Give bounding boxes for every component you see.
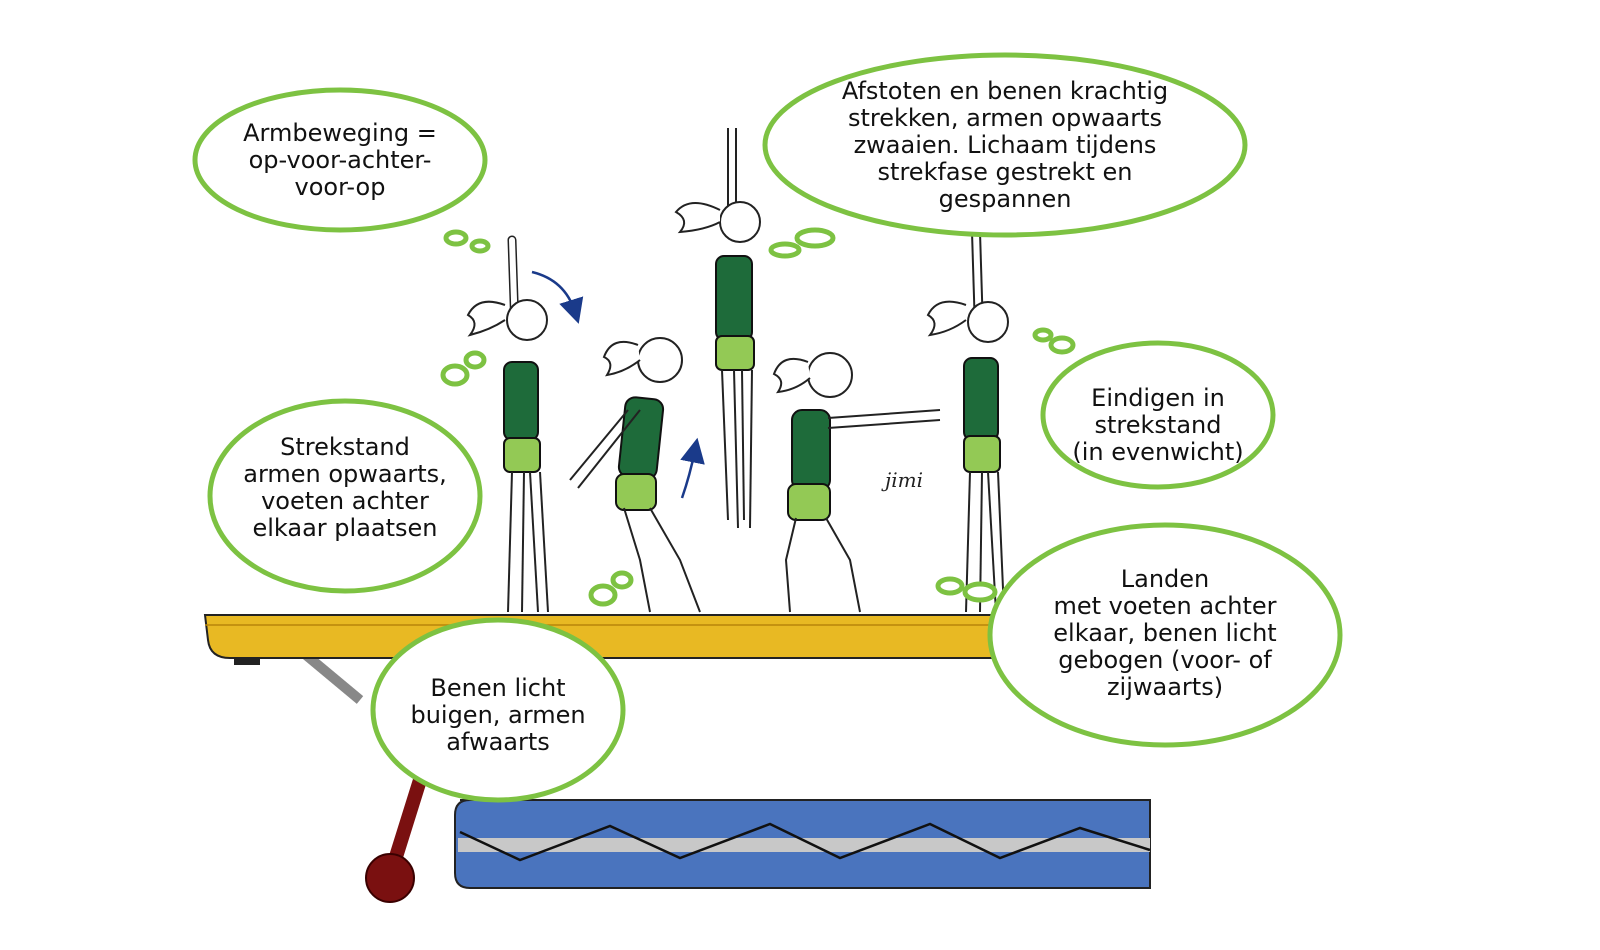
bubble-eindigen-text: Eindigen in strekstand (in evenwicht) bbox=[1063, 385, 1253, 466]
bubble-benen bbox=[370, 617, 626, 803]
bubble-line: voor-op bbox=[294, 173, 386, 201]
bubble-strekstand-tail-2 bbox=[463, 350, 487, 370]
bubble-line: zwaaien. Lichaam tijdens bbox=[853, 131, 1157, 159]
bubble-line: op-voor-achter- bbox=[248, 146, 432, 174]
balance-beam bbox=[203, 614, 1031, 659]
bubble-line: met voeten achter bbox=[1053, 592, 1277, 620]
gymnast-eindigen bbox=[926, 231, 1009, 613]
bubble-line: strekstand bbox=[1094, 411, 1222, 439]
bubble-line: Benen licht bbox=[430, 674, 566, 702]
gymnast-benen-buigen bbox=[569, 337, 701, 613]
bubble-eindigen-tail-1 bbox=[1048, 335, 1076, 355]
bubble-line: (in evenwicht) bbox=[1072, 438, 1244, 466]
bubble-landen-text: Landen met voeten achter elkaar, benen l… bbox=[1045, 566, 1285, 701]
bubble-line: afwaarts bbox=[446, 728, 550, 756]
bubble-line: strekfase gestrekt en bbox=[877, 158, 1133, 186]
bubble-afstoten-text: Afstoten en benen krachtig strekken, arm… bbox=[800, 78, 1210, 213]
arm-swing-arrow bbox=[531, 270, 584, 324]
bubble-line: zijwaarts) bbox=[1106, 673, 1224, 701]
bubble-armbeweging-text: Armbeweging = op-voor-achter- voor-op bbox=[225, 120, 455, 201]
gymnast-afstoten bbox=[674, 128, 761, 529]
bubble-eindigen bbox=[1040, 340, 1276, 490]
bubble-afstoten bbox=[762, 52, 1248, 238]
bubble-line: gebogen (voor- of bbox=[1058, 646, 1272, 674]
bubble-line: gespannen bbox=[938, 185, 1072, 213]
bubble-benen-text: Benen licht buigen, armen afwaarts bbox=[393, 675, 603, 756]
bubble-strekstand-tail-1 bbox=[440, 363, 470, 387]
bubble-strekstand bbox=[207, 398, 483, 594]
landing-mat bbox=[454, 799, 1151, 889]
bubble-armbeweging-tail-1 bbox=[443, 229, 469, 247]
bubble-landen-tail-2 bbox=[935, 576, 965, 596]
bubble-benen-tail-2 bbox=[610, 570, 634, 590]
bubble-line: armen opwaarts, bbox=[243, 460, 447, 488]
bubble-line: Afstoten en benen krachtig bbox=[841, 77, 1169, 105]
bubble-afstoten-tail-2 bbox=[768, 241, 802, 259]
bubble-armbeweging-tail-2 bbox=[469, 238, 491, 254]
bubble-landen bbox=[987, 522, 1343, 748]
bubble-line: elkaar, benen licht bbox=[1053, 619, 1277, 647]
bubble-afstoten-tail-1 bbox=[794, 227, 836, 249]
bubble-armbeweging bbox=[192, 87, 488, 233]
bubble-eindigen-tail-2 bbox=[1032, 327, 1054, 343]
bubble-benen-tail-1 bbox=[588, 583, 618, 607]
bubble-line: strekken, armen opwaarts bbox=[847, 104, 1163, 132]
bubble-strekstand-text: Strekstand armen opwaarts, voeten achter… bbox=[230, 434, 460, 542]
bubble-line: Armbeweging = bbox=[243, 119, 437, 147]
gymnast-strekstand bbox=[466, 235, 549, 613]
bubble-line: Landen bbox=[1120, 565, 1210, 593]
beam-support bbox=[234, 645, 427, 903]
jump-arrow bbox=[680, 437, 705, 499]
artist-signature: jimi bbox=[885, 468, 923, 492]
bubble-landen-tail-1 bbox=[962, 581, 998, 603]
bubble-line: voeten achter bbox=[261, 487, 429, 515]
bubble-line: buigen, armen bbox=[410, 701, 586, 729]
bubble-line: Eindigen in bbox=[1091, 384, 1225, 412]
bubble-line: elkaar plaatsen bbox=[252, 514, 438, 542]
bubble-line: Strekstand bbox=[280, 433, 410, 461]
gymnast-landen bbox=[772, 352, 941, 613]
